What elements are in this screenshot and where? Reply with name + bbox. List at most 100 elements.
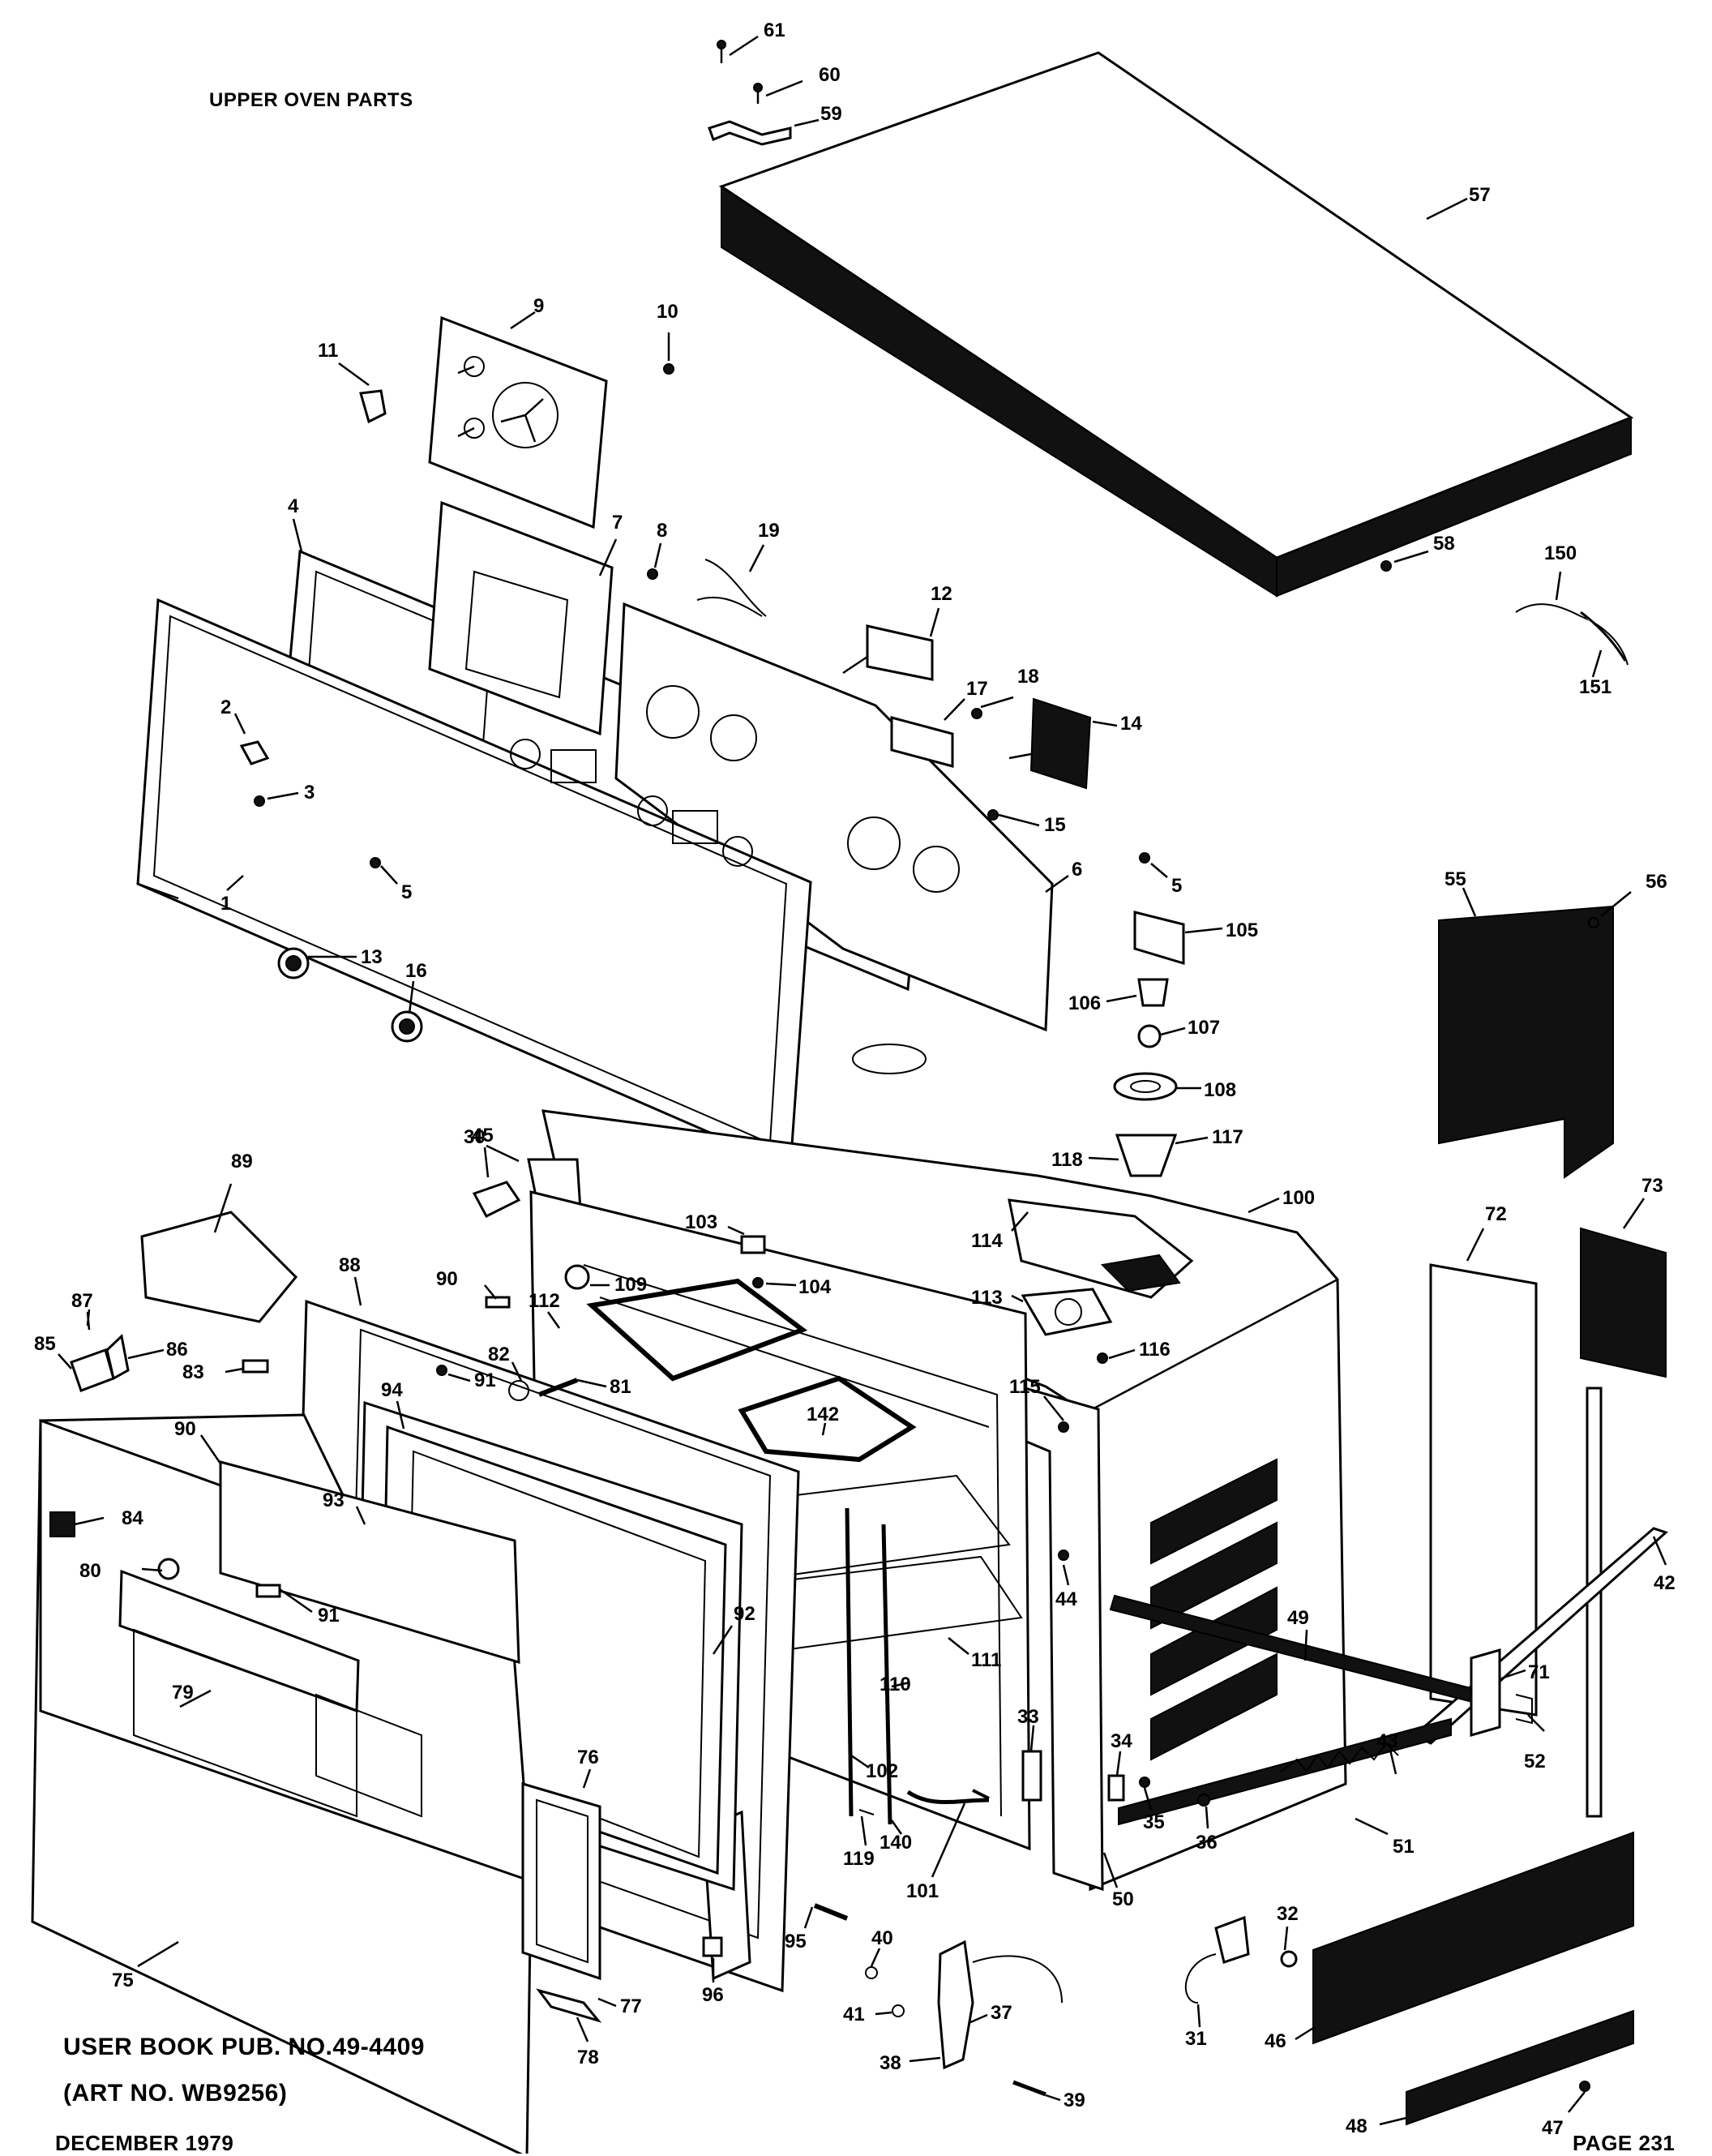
callout-58: 58 — [1433, 533, 1455, 555]
callout-labels: 61 60 59 57 9 10 11 4 7 8 19 12 17 18 14… — [34, 19, 1676, 2139]
callout-10: 10 — [657, 301, 678, 323]
control-panel-back-6 — [614, 602, 1054, 1032]
callout-78: 78 — [577, 2047, 599, 2068]
callout-103: 103 — [685, 1211, 717, 1233]
screw-3 — [254, 795, 265, 807]
bake-element-102 — [845, 1507, 990, 1825]
door-inner-window-76 — [521, 1781, 601, 1981]
lamp-107 — [1137, 1024, 1162, 1048]
callout-104: 104 — [798, 1276, 832, 1298]
callout-32: 32 — [1277, 1903, 1299, 1925]
callout-9: 9 — [533, 295, 544, 317]
callout-106: 106 — [1068, 992, 1101, 1014]
gasket-89 — [140, 1211, 298, 1323]
screw-58 — [1380, 560, 1392, 572]
callout-76: 76 — [577, 1747, 599, 1768]
switch-17 — [890, 716, 954, 768]
door-switch-84 — [49, 1511, 75, 1537]
callout-116: 116 — [1139, 1339, 1171, 1361]
callout-55: 55 — [1444, 868, 1466, 890]
callout-47: 47 — [1542, 2117, 1564, 2139]
callout-109: 109 — [614, 1274, 647, 1296]
callout-101: 101 — [906, 1880, 939, 1902]
callout-118: 118 — [1051, 1149, 1083, 1171]
bracket-45 — [472, 1181, 521, 1218]
callout-115: 115 — [1009, 1376, 1041, 1398]
callout-151: 151 — [1579, 676, 1611, 698]
callout-51: 51 — [1393, 1836, 1415, 1858]
callout-61: 61 — [764, 19, 785, 41]
callout-94: 94 — [381, 1379, 403, 1401]
callout-114: 114 — [971, 1230, 1003, 1252]
callout-43: 43 — [1376, 1730, 1398, 1752]
screw-5b — [1139, 852, 1150, 864]
page-title: UPPER OVEN PARTS — [209, 89, 413, 111]
callout-4: 4 — [288, 495, 299, 517]
callout-79: 79 — [172, 1682, 194, 1704]
door-window-79 — [133, 1628, 422, 1818]
callout-14: 14 — [1120, 713, 1142, 735]
callout-82: 82 — [488, 1344, 510, 1365]
callout-41: 41 — [843, 2004, 865, 2025]
leader-lines — [58, 35, 1667, 2126]
wire-harness-19 — [696, 559, 767, 617]
callout-87: 87 — [71, 1290, 93, 1312]
callout-5a: 5 — [401, 881, 412, 903]
callout-2: 2 — [220, 697, 231, 718]
oven-door-75 — [31, 1413, 533, 2154]
washer-82 — [508, 1380, 529, 1401]
callout-49: 49 — [1287, 1607, 1309, 1629]
lower-panel-46 — [1312, 1831, 1634, 2045]
plug-109 — [564, 1264, 590, 1290]
callout-90b: 90 — [174, 1418, 196, 1440]
bracket-59 — [708, 120, 792, 146]
callout-111: 111 — [971, 1649, 1001, 1671]
pin-39 — [1012, 2080, 1046, 2097]
callout-142: 142 — [807, 1404, 839, 1425]
callout-33: 33 — [1017, 1706, 1039, 1728]
callout-59: 59 — [820, 103, 842, 125]
callout-15: 15 — [1044, 814, 1066, 836]
screw-56 — [1588, 917, 1599, 928]
clip-103 — [740, 1235, 766, 1254]
heat-shield-114 — [1008, 1198, 1194, 1299]
screw-91a — [436, 1365, 447, 1376]
clip-52 — [1515, 1694, 1533, 1725]
nut-36 — [1197, 1794, 1210, 1807]
hinge-37-38 — [937, 1940, 1063, 2070]
callout-56: 56 — [1646, 871, 1667, 893]
callout-86: 86 — [166, 1339, 188, 1361]
screw-95 — [813, 1903, 849, 1921]
callout-30: 30 — [464, 1126, 486, 1148]
support-rail — [1586, 1387, 1603, 1818]
screw-47 — [1579, 2081, 1590, 2092]
nut-41 — [892, 2004, 905, 2017]
callout-107: 107 — [1188, 1017, 1220, 1039]
callout-31: 31 — [1185, 2028, 1207, 2050]
screw-18 — [971, 708, 982, 719]
side-trim-72 — [1429, 1263, 1538, 1717]
publication-date: DECEMBER 1979 — [55, 2131, 234, 2155]
callout-6: 6 — [1072, 859, 1082, 881]
timer-motor-14 — [1008, 697, 1092, 790]
screw-116 — [1097, 1352, 1108, 1364]
switch-34 — [1107, 1774, 1125, 1802]
callout-95: 95 — [785, 1931, 807, 1952]
screw-104 — [752, 1277, 764, 1288]
callout-36: 36 — [1196, 1832, 1218, 1854]
callout-44: 44 — [1055, 1588, 1077, 1610]
callout-150: 150 — [1544, 542, 1577, 564]
callout-81: 81 — [610, 1376, 631, 1398]
callout-88: 88 — [339, 1254, 361, 1276]
callout-102: 102 — [866, 1760, 898, 1782]
plate-113 — [1021, 1288, 1113, 1336]
callout-117: 117 — [1212, 1126, 1243, 1148]
block-96 — [702, 1936, 723, 1957]
hinge-78 — [536, 1988, 602, 2023]
screw-83 — [242, 1359, 269, 1374]
callout-39: 39 — [1064, 2090, 1085, 2111]
wire-nut-11 — [359, 389, 387, 424]
timer-clock-plate-9 — [428, 315, 608, 529]
callout-35: 35 — [1143, 1811, 1165, 1833]
